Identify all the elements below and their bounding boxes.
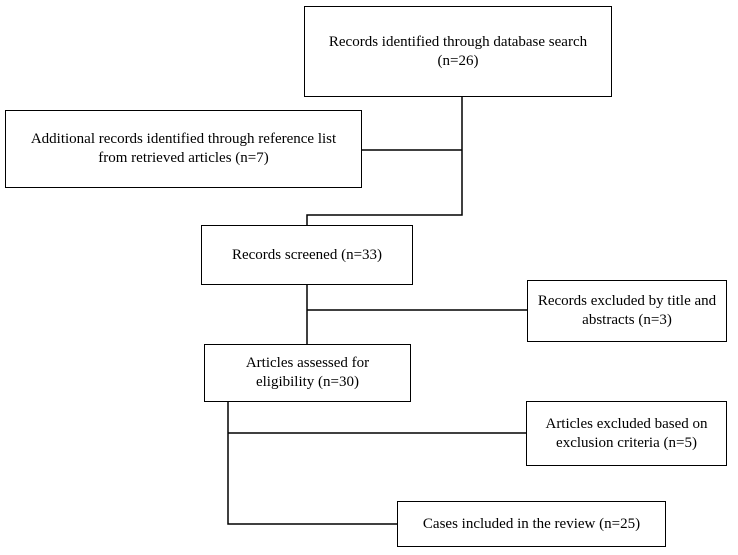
records-screened-box: Records screened (n=33)	[201, 225, 413, 285]
connector-eligibility-to-included	[227, 401, 398, 525]
database-search-line1: Records identified through database sear…	[328, 33, 588, 50]
included-box: Cases included in the review (n=25)	[397, 501, 666, 547]
records-screened-line1: Records screened (n=33)	[231, 246, 383, 263]
eligibility-line2: eligibility (n=30)	[255, 374, 359, 390]
excluded-criteria-line2: exclusion criteria (n=5)	[556, 434, 697, 451]
eligibility-line1: Articles assessed for	[245, 355, 370, 371]
excluded-title-line1: Records excluded by title and	[537, 293, 717, 309]
additional-records-box: Additional records identified through re…	[5, 110, 362, 188]
additional-records-line1: Additional records identified through re…	[30, 131, 337, 147]
connector-search-to-screened	[306, 96, 463, 225]
database-search-box: Records identified through database sear…	[304, 6, 612, 97]
excluded-title-box: Records excluded by title and abstracts …	[527, 280, 727, 342]
eligibility-box: Articles assessed for eligibility (n=30)	[204, 344, 411, 402]
included-line1: Cases included in the review (n=25)	[422, 515, 641, 532]
excluded-criteria-box: Articles excluded based on exclusion cri…	[526, 401, 727, 466]
database-search-line2: (n=26)	[437, 52, 479, 69]
additional-records-line2: from retrieved articles (n=7)	[98, 150, 269, 166]
excluded-criteria-line1: Articles excluded based on	[545, 415, 708, 432]
excluded-title-line2: abstracts (n=3)	[582, 312, 672, 328]
